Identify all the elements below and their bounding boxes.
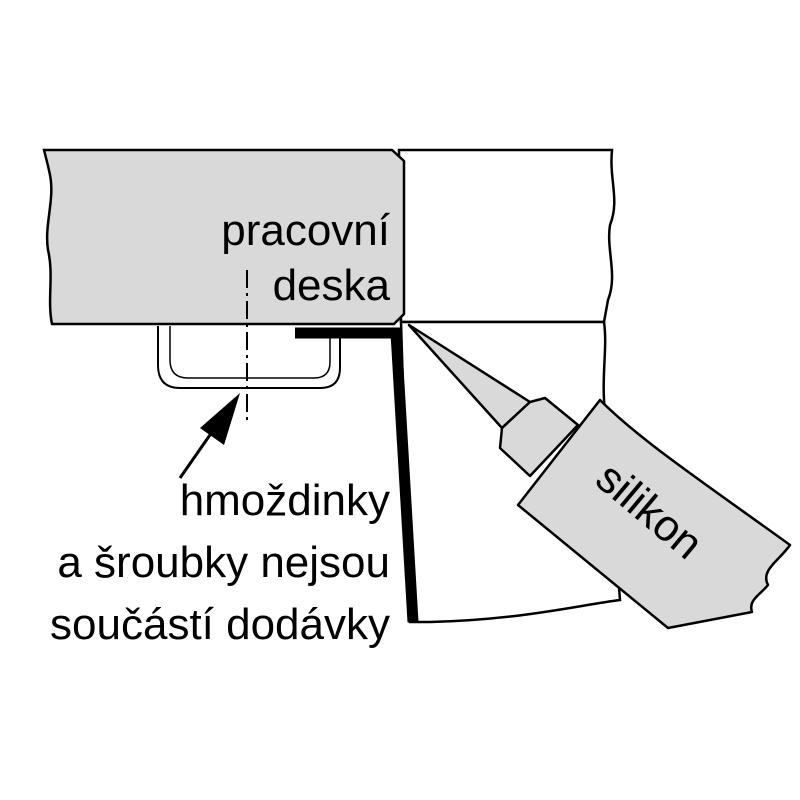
dowels-note-line3: součástí dodávky <box>50 600 390 649</box>
cartridge-body <box>516 398 792 630</box>
worktop-label-line1: pracovní <box>221 206 391 255</box>
cartridge-neck <box>498 396 580 478</box>
dowels-note-line2: a šroubky nejsou <box>57 538 390 587</box>
silicone-cartridge <box>407 323 792 630</box>
sink-flange <box>295 327 419 623</box>
cabinet-lower-section <box>399 320 622 624</box>
leader-arrow-head <box>200 393 240 445</box>
worktop-label-line2: deska <box>273 261 391 310</box>
cabinet-top-section <box>397 148 616 324</box>
worktop-panel <box>42 148 406 326</box>
leader-arrow-line <box>178 431 214 479</box>
dowels-note-line1: hmoždinky <box>180 476 390 525</box>
mounting-bracket-inner <box>169 326 331 379</box>
mounting-bracket <box>157 326 341 389</box>
